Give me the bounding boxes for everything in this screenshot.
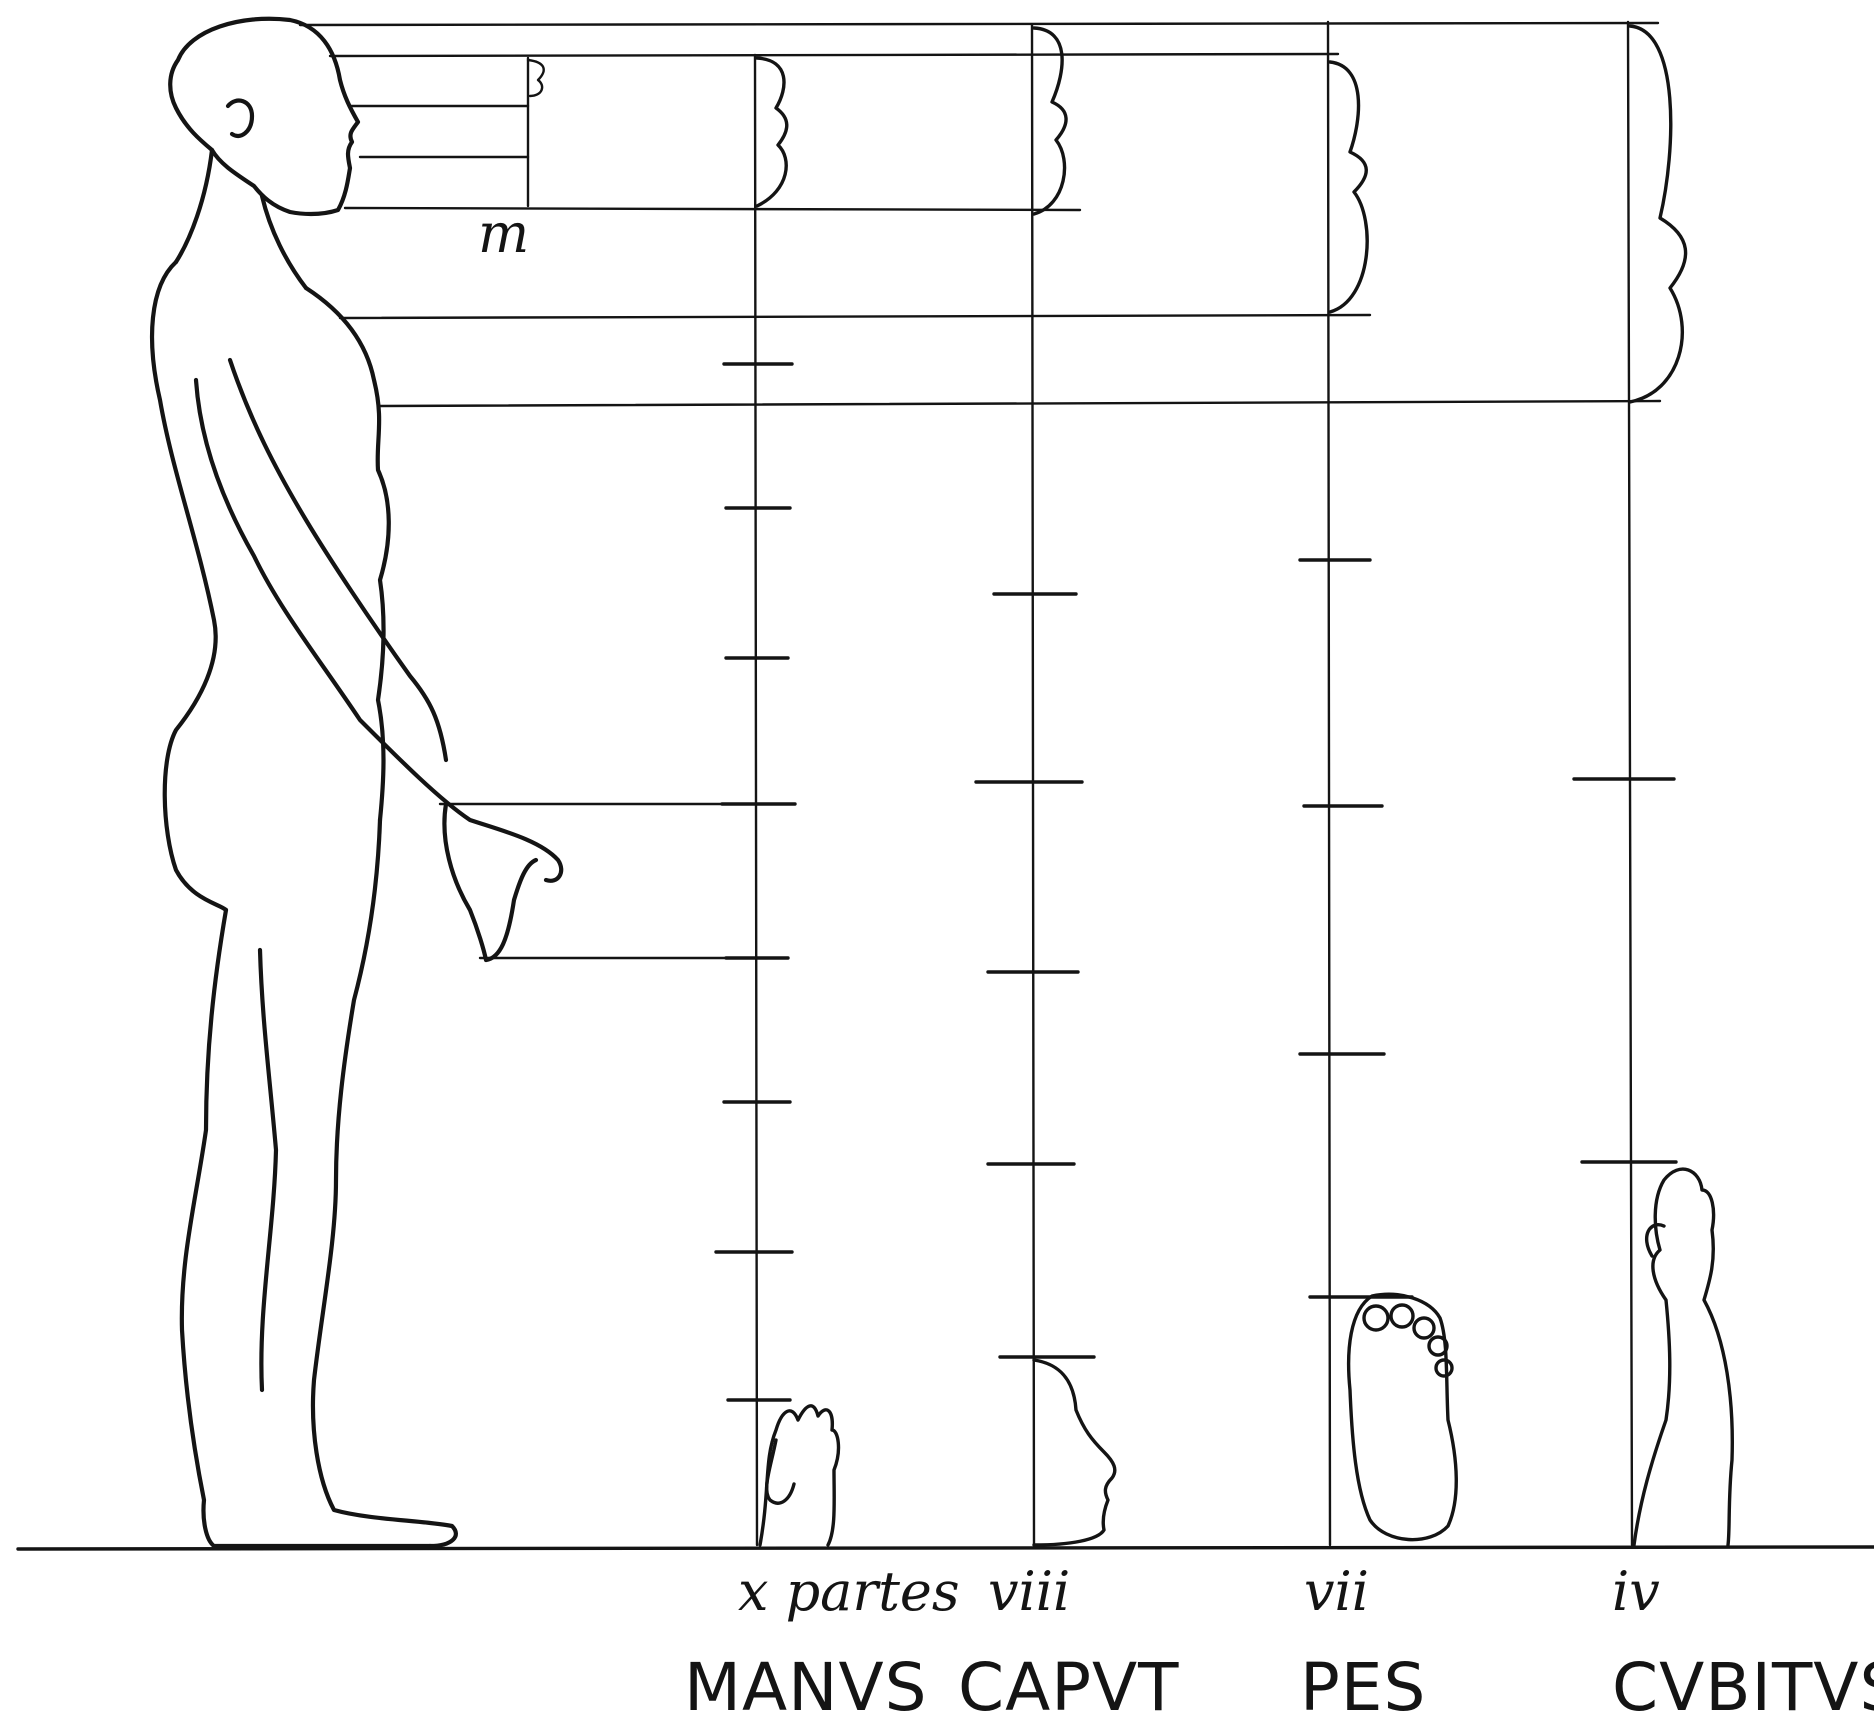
chin-line: [345, 208, 1080, 210]
hand-drawing: [760, 1406, 838, 1545]
head-drawing: [1034, 1360, 1115, 1545]
forearm-drawing: [1634, 1169, 1732, 1545]
head-mark-label: m: [478, 202, 529, 265]
bracket-cubitus: [1630, 26, 1686, 402]
measure-columns: [755, 22, 1632, 1545]
ticks-caput: [976, 594, 1094, 1357]
unit-label-caput: CAPVT: [958, 1649, 1180, 1726]
count-label-caput: viii: [988, 1560, 1070, 1623]
ticks-cubitus: [1574, 779, 1676, 1162]
column-line-caput: [1032, 25, 1034, 1545]
column-labels: x partes viii vii iv MANVS CAPVT PES CVB…: [684, 1560, 1874, 1726]
column-line-manus: [755, 55, 757, 1545]
top-line: [300, 23, 1658, 25]
column-line-pes: [1328, 22, 1330, 1545]
face-scale: m: [478, 58, 544, 265]
bracket-manus: [757, 58, 787, 206]
count-label-cubitus: iv: [1612, 1560, 1660, 1623]
reference-lines: [300, 23, 1660, 958]
ticks-pes: [1300, 560, 1412, 1297]
unit-label-manus: MANVS: [684, 1649, 928, 1726]
chest-line: [380, 401, 1660, 406]
count-label-pes: vii: [1304, 1560, 1369, 1623]
foot-drawing: [1349, 1294, 1457, 1539]
unit-brackets: [757, 26, 1686, 402]
figure-head: [170, 19, 358, 214]
unit-label-pes: PES: [1300, 1649, 1426, 1726]
count-label-manus: x partes: [738, 1560, 960, 1623]
bracket-caput: [1034, 28, 1066, 214]
head-top-line: [330, 54, 1338, 56]
shoulder-line: [340, 315, 1370, 318]
column-line-cubitus: [1628, 22, 1632, 1545]
bracket-pes: [1330, 62, 1367, 312]
unit-label-cubitus: CVBITVS: [1612, 1649, 1874, 1726]
